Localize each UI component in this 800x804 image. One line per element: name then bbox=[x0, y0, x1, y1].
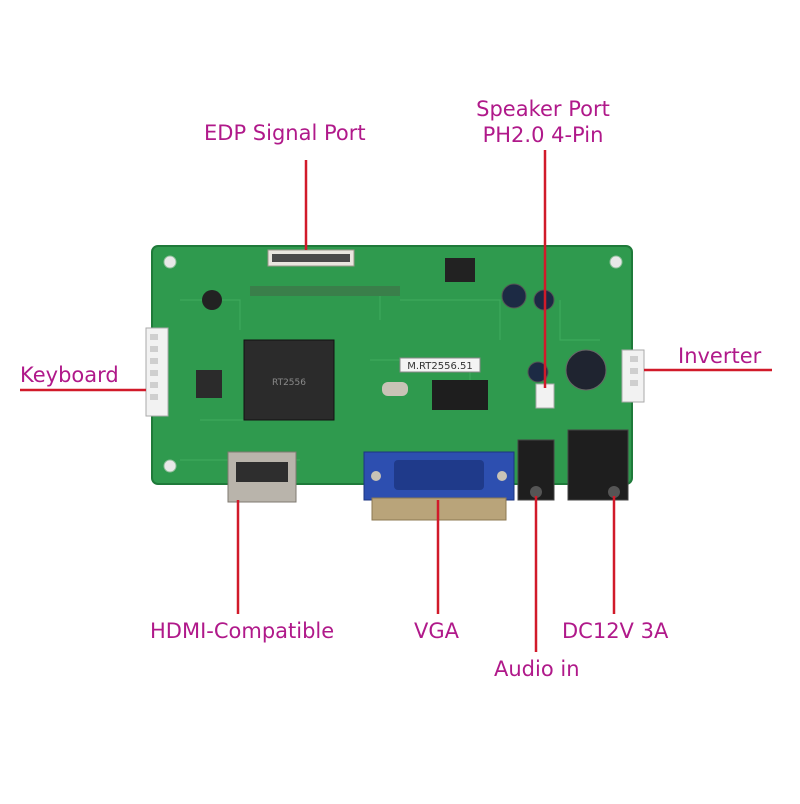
speaker-port-line2: PH2.0 4-Pin bbox=[482, 123, 604, 147]
pin-header bbox=[250, 258, 475, 296]
edp-signal-port-label: EDP Signal Port bbox=[204, 121, 366, 145]
keyboard-connector bbox=[145, 327, 169, 417]
dc-jack bbox=[567, 429, 629, 501]
main-chip: RT2556 bbox=[243, 339, 335, 421]
leader-lines bbox=[20, 150, 772, 652]
model-label: M.RT2556.51 bbox=[407, 361, 473, 372]
pcb-board bbox=[151, 245, 633, 485]
speaker-port-line1: Speaker Port bbox=[476, 97, 610, 121]
audio-jack bbox=[517, 439, 555, 501]
chip-label: RT2556 bbox=[272, 378, 306, 388]
inverter-label: Inverter bbox=[678, 344, 762, 368]
speaker-port-label: Speaker Port PH2.0 4-Pin bbox=[458, 96, 628, 148]
hdmi-connector bbox=[227, 451, 297, 503]
model-silkscreen: M.RT2556.51 bbox=[399, 357, 481, 373]
transistor bbox=[202, 290, 222, 310]
capacitors bbox=[501, 283, 607, 391]
driver-ic bbox=[432, 380, 488, 410]
crystal bbox=[382, 382, 408, 396]
dc12v-label: DC12V 3A bbox=[562, 619, 669, 643]
keyboard-label: Keyboard bbox=[20, 363, 119, 387]
edp-connector bbox=[267, 249, 355, 267]
vga-label: VGA bbox=[414, 619, 460, 643]
audio-in-label: Audio in bbox=[494, 657, 580, 681]
hdmi-compatible-label: HDMI-Compatible bbox=[150, 619, 335, 643]
inverter-connector bbox=[621, 349, 645, 403]
small-ic bbox=[196, 370, 222, 398]
